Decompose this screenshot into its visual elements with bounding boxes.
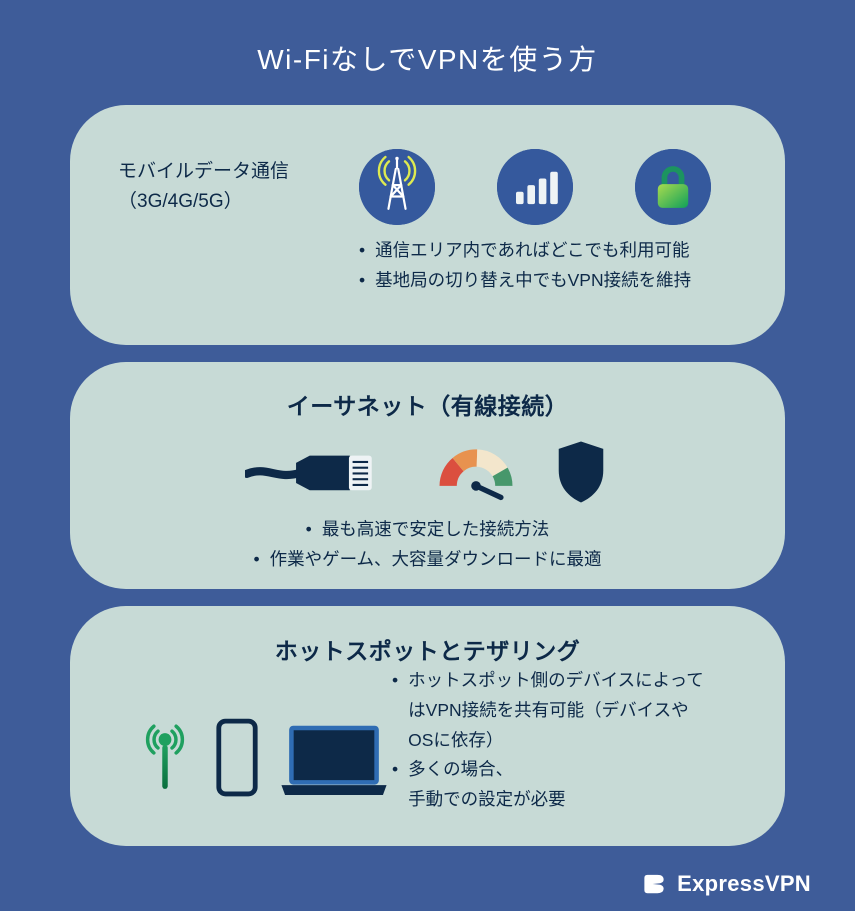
ethernet-cable-icon bbox=[242, 438, 400, 511]
ethernet-bullets: 最も高速で安定した接続方法 作業やゲーム、大容量ダウンロードに最適 bbox=[253, 515, 602, 575]
speedometer-icon bbox=[428, 433, 524, 515]
ethernet-icon-row bbox=[242, 433, 610, 515]
ethernet-title: イーサネット（有線接続） bbox=[286, 393, 569, 419]
brand-logo: ExpressVPN bbox=[640, 870, 811, 898]
hotspot-icon-row bbox=[132, 714, 392, 803]
card-hotspot: ホットスポットとテザリング bbox=[70, 606, 785, 846]
mobile-data-label: モバイルデータ通信 （3G/4G/5G） bbox=[118, 161, 290, 212]
bullet-item: 通信エリア内であればどこでも利用可能 bbox=[359, 236, 741, 266]
signal-bars-icon bbox=[497, 148, 573, 225]
card-mobile-data: モバイルデータ通信 （3G/4G/5G） bbox=[70, 105, 785, 345]
hotspot-antenna-icon bbox=[132, 714, 198, 803]
hotspot-body: ホットスポット側のデバイスによってはVPN接続を共有可能（デバイスやOSに依存）… bbox=[116, 666, 739, 815]
mobile-data-bullets: 通信エリア内であればどこでも利用可能 基地局の切り替え中でもVPN接続を維持 bbox=[359, 236, 741, 319]
bullet-item: 基地局の切り替え中でもVPN接続を維持 bbox=[359, 266, 741, 296]
hotspot-bullets: ホットスポット側のデバイスによってはVPN接続を共有可能（デバイスやOSに依存）… bbox=[392, 666, 710, 815]
card-ethernet: イーサネット（有線接続） bbox=[70, 362, 785, 589]
radio-tower-icon bbox=[359, 148, 435, 225]
expressvpn-logo-icon bbox=[640, 870, 668, 898]
bullet-item: ホットスポット側のデバイスによってはVPN接続を共有可能（デバイスやOSに依存） bbox=[392, 666, 710, 755]
shield-icon bbox=[552, 439, 610, 510]
brand-name: ExpressVPN bbox=[677, 871, 811, 896]
laptop-icon bbox=[276, 725, 392, 803]
smartphone-icon bbox=[214, 717, 260, 803]
bullet-item: 作業やゲーム、大容量ダウンロードに最適 bbox=[253, 545, 602, 575]
padlock-icon bbox=[635, 148, 711, 225]
bullet-item: 多くの場合、 手動での設定が必要 bbox=[392, 755, 710, 815]
bullet-item: 最も高速で安定した接続方法 bbox=[253, 515, 601, 545]
hotspot-title: ホットスポットとテザリング bbox=[274, 638, 581, 664]
page-title: Wi-FiなしでVPNを使う方 bbox=[257, 44, 598, 75]
cards-container: モバイルデータ通信 （3G/4G/5G） bbox=[0, 78, 855, 846]
mobile-data-icon-row bbox=[359, 137, 741, 236]
